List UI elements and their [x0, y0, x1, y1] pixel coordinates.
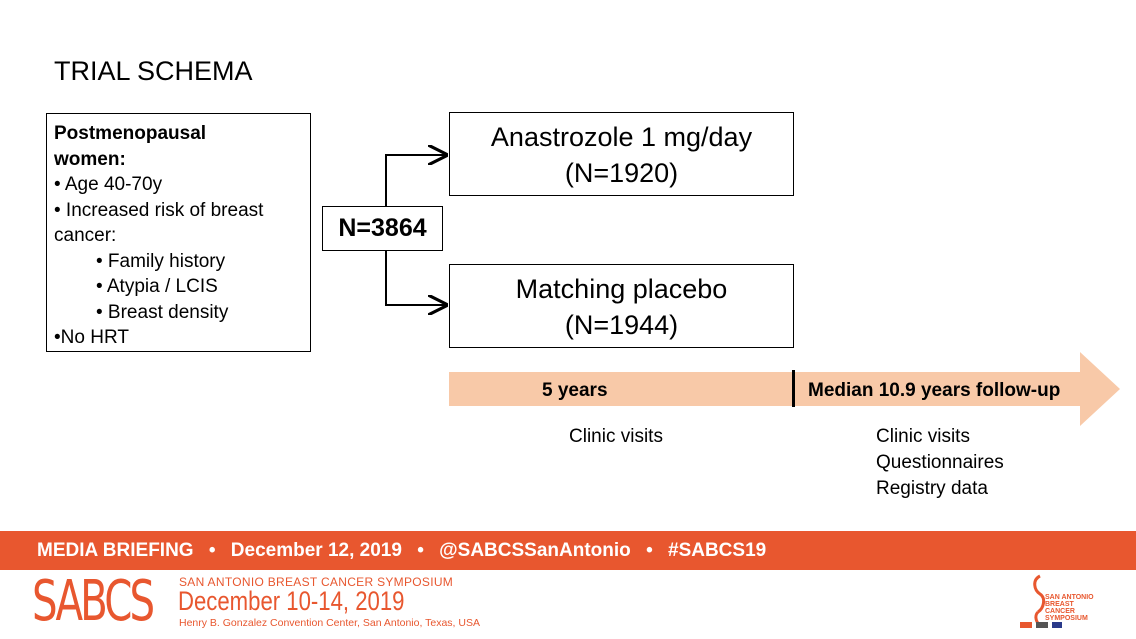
arm-count: (N=1920)	[564, 158, 679, 188]
symposium-name: SAN ANTONIO BREAST CANCER SYMPOSIUM	[179, 575, 454, 589]
activity-item: Registry data	[876, 478, 988, 499]
criteria-subitem: • Atypia / LCIS	[96, 276, 218, 297]
arm-label: Matching placebo	[515, 274, 728, 304]
right-logo-line: SAN ANTONIO	[1045, 594, 1094, 601]
slide-title: TRIAL SCHEMA	[54, 56, 253, 86]
banner-text: December 12, 2019	[230, 540, 402, 561]
symposium-venue: Henry B. Gonzalez Convention Center, San…	[179, 617, 480, 629]
eligibility-header: Postmenopausal women:	[54, 123, 207, 170]
banner-text: #SABCS19	[668, 540, 767, 561]
symposium-dates: December 10-14, 2019	[178, 586, 405, 616]
right-logo-line: BREAST CANCER	[1045, 601, 1075, 615]
criteria-subitem: • Family history	[96, 250, 226, 272]
timeline-phase-label: 5 years	[542, 380, 608, 401]
sabcs-logo: SABCS	[32, 569, 155, 634]
connector-line	[385, 155, 446, 206]
activity-item: Questionnaires	[876, 452, 1004, 473]
banner-separator: •	[646, 540, 653, 561]
arm-label: Anastrozole 1 mg/day	[490, 122, 753, 152]
criteria-item: • Increased risk of breast	[54, 199, 264, 221]
banner-separator: •	[417, 540, 424, 561]
phase1-activities: Clinic visits	[569, 424, 663, 450]
right-logo-line: SYMPOSIUM	[1045, 615, 1088, 622]
symposium-ribbon-icon	[1020, 574, 1062, 628]
randomized-count-box: N=3864	[322, 206, 443, 251]
arm-count: (N=1944)	[564, 310, 679, 340]
timeline-phase-label: Median 10.9 years follow-up	[808, 380, 1061, 401]
treatment-arm-box: Anastrozole 1 mg/day (N=1920)	[449, 112, 794, 196]
eligibility-box: Postmenopausal women: • Age 40-70y • Inc…	[46, 113, 311, 352]
criteria-item: cancer:	[54, 225, 117, 246]
banner-text: MEDIA BRIEFING	[37, 540, 194, 561]
banner-text: @SABCSSanAntonio	[439, 540, 631, 561]
activity-item: Clinic visits	[876, 426, 970, 447]
timeline-divider	[792, 370, 795, 407]
connector-line	[385, 251, 446, 305]
media-briefing-banner: MEDIA BRIEFING • December 12, 2019 • @SA…	[0, 531, 1136, 570]
activity-item: Clinic visits	[569, 426, 663, 447]
banner-separator: •	[208, 540, 216, 561]
right-logo-text: SAN ANTONIO BREAST CANCER SYMPOSIUM	[1045, 594, 1105, 622]
phase2-activities: Clinic visits Questionnaires Registry da…	[876, 424, 1004, 502]
placebo-arm-box: Matching placebo (N=1944)	[449, 264, 794, 348]
criteria-subitem: • Breast density	[96, 301, 229, 323]
criteria-item: •No HRT	[54, 327, 129, 348]
criteria-item: • Age 40-70y	[54, 174, 163, 195]
